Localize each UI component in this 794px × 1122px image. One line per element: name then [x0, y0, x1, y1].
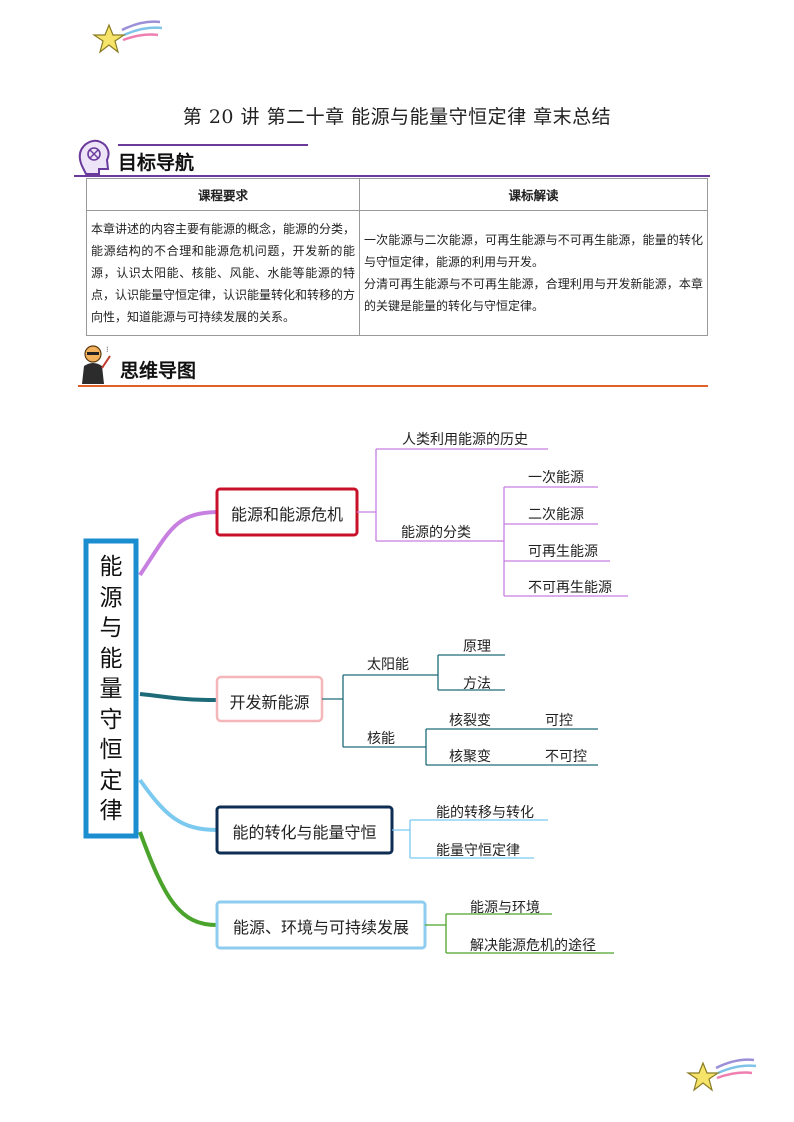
root-node	[83, 538, 139, 839]
root-label-char: 与	[99, 615, 123, 641]
b4-connectors	[425, 913, 614, 954]
branch-connector	[138, 510, 218, 577]
root-label-char: 量	[99, 676, 123, 702]
table-header: 课程要求	[86, 178, 360, 211]
branch-label-b2: 开发新能源	[229, 693, 310, 712]
b2-leaf-label: 不可控	[545, 749, 587, 765]
teacher-icon: ⁝	[82, 345, 111, 384]
requirements-table: 课程要求 课标解读 本章讲述的内容主要有能源的概念，能源的分类，能源结构的不合理…	[86, 178, 708, 336]
b2-leaf-label: 方法	[463, 676, 491, 692]
b3-connectors	[392, 819, 548, 859]
root-label-char: 源	[99, 584, 123, 611]
interpretation-text: 一次能源与二次能源，可再生能源与不可再生能源，能量的转化与守恒定律，能源的利用与…	[364, 233, 703, 269]
root-label-char: 定	[99, 767, 123, 794]
b3-leaf-label: 能量守恒定律	[436, 843, 520, 859]
b2-child-label: 核能	[367, 731, 395, 747]
requirement-cell: 本章讲述的内容主要有能源的概念，能源的分类，能源结构的不合理和能源危机问题，开发…	[86, 210, 360, 336]
b1-leaf-label: 不可再生能源	[528, 580, 612, 596]
branch-label-b4: 能源、环境与可持续发展	[232, 918, 409, 937]
root-label: 能源与能量守恒定律	[88, 552, 134, 827]
branch-label-b1: 能源和能源危机	[230, 505, 343, 524]
branch-connector	[138, 778, 218, 832]
shooting-star-icon	[92, 20, 163, 54]
b1-leaf-label: 二次能源	[528, 507, 584, 523]
b2-leaf-label: 可控	[545, 713, 573, 729]
root-label-char: 能	[99, 554, 123, 580]
shooting-star-icon	[686, 1058, 757, 1092]
branch-connector	[138, 831, 218, 927]
b4-leaf-label: 解决能源危机的途径	[470, 938, 596, 954]
interpretation-text: 分清可再生能源与不可再生能源，合理利用与开发新能源，本章的关键是能量的转化与守恒…	[364, 277, 703, 313]
b2-sub-label: 核裂变	[449, 713, 491, 729]
root-label-char: 能	[99, 645, 123, 672]
b1-leaf-label: 一次能源	[528, 470, 584, 486]
b1-connectors	[357, 448, 628, 597]
b3-leaf-label: 能的转移与转化	[436, 805, 534, 821]
root-label-char: 守	[99, 706, 123, 733]
root-label-char: 恒	[99, 737, 123, 763]
b2-leaf-label: 原理	[463, 639, 491, 655]
b1-child-label: 能源的分类	[401, 525, 471, 541]
interpretation-cell: 一次能源与二次能源，可再生能源与不可再生能源，能量的转化与守恒定律，能源的利用与…	[359, 210, 708, 336]
b1-child-label: 人类利用能源的历史	[402, 432, 528, 448]
svg-text:⁝: ⁝	[106, 345, 109, 354]
b2-child-label: 太阳能	[367, 657, 409, 673]
section-goal-title: 目标导航	[118, 152, 195, 174]
branch-connector	[139, 692, 218, 702]
section-mindmap-title: 思维导图	[120, 360, 197, 382]
branch-label-b3: 能的转化与能量守恒	[232, 823, 377, 842]
root-label-char: 律	[99, 798, 123, 824]
b1-leaf-label: 可再生能源	[528, 544, 598, 560]
b2-connectors	[322, 654, 598, 766]
brain-head-icon	[78, 139, 110, 175]
b2-sub-label: 核聚变	[449, 749, 491, 765]
page-title: 第 20 讲 第二十章 能源与能量守恒定律 章末总结	[182, 106, 612, 128]
b4-leaf-label: 能源与环境	[470, 900, 540, 916]
